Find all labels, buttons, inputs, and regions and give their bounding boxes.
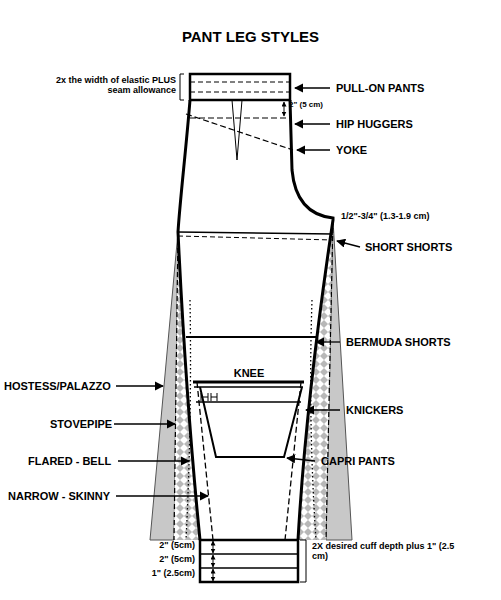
title: PANT LEG STYLES (0, 28, 501, 45)
dimension: 2" (5cm) (135, 541, 195, 551)
knee-label: KNEE (226, 367, 272, 379)
dimension: 2" (5 cm) (289, 101, 349, 110)
style-label: HIP HUGGERS (336, 118, 486, 130)
style-label: BERMUDA SHORTS (346, 336, 496, 348)
dimension-note: 2x the width of elastic PLUS seam allowa… (40, 76, 176, 96)
dimension: 1/2"-3/4" (1.3-1.9 cm) (341, 212, 491, 222)
style-label: PULL-ON PANTS (336, 82, 486, 94)
inseam (290, 100, 333, 540)
style-label: STOVEPIPE (50, 418, 120, 430)
style-label: CAPRI PANTS (321, 455, 471, 467)
dimension: 2" (5cm) (135, 555, 195, 565)
cuff (200, 540, 298, 582)
outseam (178, 100, 200, 540)
dimension-note: 2X desired cuff depth plus 1" (2.5 cm) (312, 542, 462, 562)
waistband (190, 74, 290, 100)
dimension: 1" (2.5cm) (135, 569, 195, 579)
style-label: NARROW - SKINNY (8, 490, 120, 502)
stovepipe-region (298, 220, 333, 540)
style-label: HOSTESS/PALAZZO (4, 380, 119, 392)
style-label: KNICKERS (346, 404, 496, 416)
style-label: YOKE (336, 144, 486, 156)
style-label: SHORT SHORTS (365, 241, 495, 253)
style-label: FLARED - BELL (28, 455, 123, 467)
